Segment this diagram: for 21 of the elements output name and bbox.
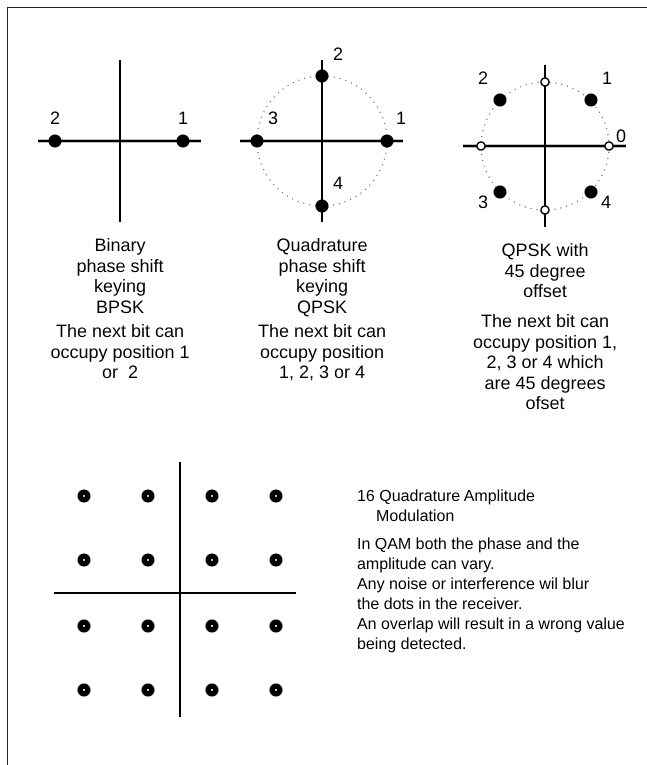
point-number: 4 [601, 193, 611, 211]
point-number: 1 [178, 109, 188, 127]
scheme-title: Quadrature phase shift keying QPSK [275, 235, 369, 318]
explanation-text: Any noise or interference wil blur the dots in the receiver. [357, 575, 590, 615]
scheme-title: QPSK with 45 degree offset [500, 240, 590, 302]
scheme-title: Binary phase shift keying BPSK [75, 235, 165, 318]
description-text: The next bit can occupy position 1, 2, 3 or 4 [256, 321, 388, 383]
point-number: 1 [602, 69, 612, 87]
explanation-text: In QAM both the phase and the amplitude can vary. [357, 535, 580, 575]
point-number: 0 [616, 127, 626, 145]
point-number: 2 [333, 45, 343, 63]
point-number: 2 [50, 109, 60, 127]
point-number: 2 [478, 69, 488, 87]
point-number: 4 [333, 174, 343, 192]
point-number: 3 [478, 193, 488, 211]
qam-title: 16 Quadrature Amplitude Modulation [357, 487, 536, 527]
point-number: 1 [396, 109, 406, 127]
description-text: The next bit can occupy position 1, 2, 3 or 4 which are 45 degrees ofset [472, 311, 618, 414]
point-number: 3 [268, 109, 278, 127]
description-text: The next bit can occupy position 1 or 2 [50, 321, 190, 383]
explanation-text: An overlap will result in a wrong value being detected. [357, 615, 625, 655]
